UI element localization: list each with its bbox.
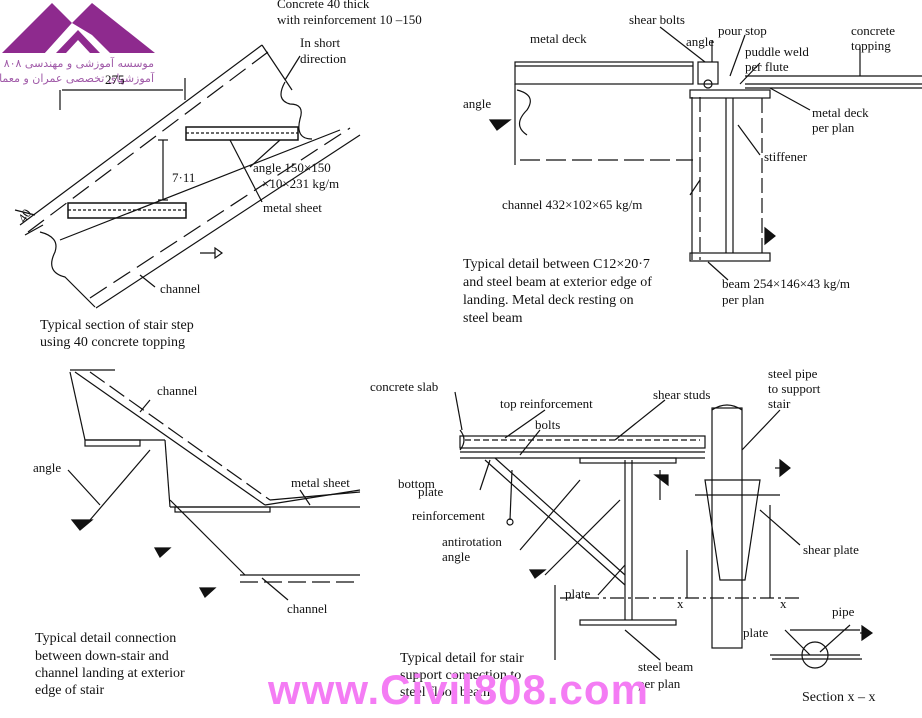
label-x-left: x (677, 596, 684, 611)
label-antirotation-angle: angle (442, 549, 471, 564)
label-angle-weight: ×10×231 kg/m (262, 176, 340, 191)
label-shear-plate: shear plate (803, 542, 859, 557)
caption-4-line-2: support connection to (400, 668, 522, 683)
label-concrete-slab: concrete slab (370, 379, 439, 394)
label-channel-top: channel (157, 383, 198, 398)
label-beam-size: beam 254×146×43 kg/m (722, 276, 851, 291)
label-angle-top: angle (686, 34, 715, 49)
label-stair: stair (768, 396, 791, 411)
label-steel-beam-plan: per plan (638, 676, 681, 691)
label-pour-stop: pour stop (718, 23, 767, 38)
label-plate-2: plate (565, 586, 591, 601)
caption-3-line-1: Typical detail connection (35, 631, 177, 646)
label-pipe: pipe (832, 604, 855, 619)
label-metal-sheet-2: metal sheet (291, 475, 350, 490)
label-bottom: bottom (398, 476, 435, 491)
watermark: www.Civil808.com (268, 666, 649, 713)
dimension-275: 275 (105, 72, 125, 87)
logo-text-1: موسسه آموزشی و مهندسی ۸۰۸ (3, 57, 154, 70)
label-reinforcement-bottom: reinforcement (412, 508, 485, 523)
label-topping: topping (851, 38, 891, 53)
label-shear-bolts: shear bolts (629, 12, 685, 27)
caption-1-line-1: Typical section of stair step (40, 318, 194, 333)
label-bolts: bolts (535, 417, 561, 432)
label-x-right: x (780, 596, 787, 611)
label-short: In short (300, 35, 341, 50)
caption-2-line-3: landing. Metal deck resting on (463, 293, 634, 308)
label-steel-pipe: steel pipe (768, 366, 818, 381)
caption-4-line-3: steel floor beam (400, 685, 491, 700)
label-reinforcement: with reinforcement 10 –150 (277, 12, 422, 27)
detail-channel-beam (488, 26, 922, 281)
label-puddle-weld: puddle weld (745, 44, 809, 59)
label-metal-sheet: metal sheet (263, 200, 322, 215)
detail-down-stair (67, 369, 361, 601)
dimension-711: 7·11 (172, 170, 196, 185)
caption-4-line-1: Typical detail for stair (400, 651, 524, 666)
label-beam-plan: per plan (722, 292, 765, 307)
label-top-reinforcement: top reinforcement (500, 396, 593, 411)
label-stiffener: stiffener (764, 149, 808, 164)
logo-text-2: آموزشهای تخصصی عمران و معماری (0, 72, 154, 85)
logo-mark (2, 3, 155, 53)
label-channel-size: channel 432×102×65 kg/m (502, 197, 643, 212)
label-channel-bottom: channel (287, 601, 328, 616)
label-plate-1: plate (418, 484, 444, 499)
label-per-plan: per plan (812, 120, 855, 135)
label-metal-deck: metal deck (530, 31, 587, 46)
caption-3-line-3: channel landing at exterior (35, 666, 185, 681)
label-plate-3: plate (743, 625, 769, 640)
caption-2-line-1: Typical detail between C12×20·7 (463, 257, 650, 272)
caption-2-line-2: and steel beam at exterior edge of (463, 275, 652, 290)
label-channel: channel (160, 281, 201, 296)
caption-1-line-2: using 40 concrete topping (40, 335, 186, 350)
caption-3-line-2: between down-stair and (35, 649, 169, 664)
label-steel-beam: steel beam (638, 659, 694, 674)
label-angle-left: angle (463, 96, 492, 111)
detail-stair-support (454, 391, 874, 669)
label-concrete: concrete (851, 23, 896, 38)
caption-3-line-4: edge of stair (35, 683, 105, 698)
label-to-support: to support (768, 381, 821, 396)
label-direction: direction (300, 51, 347, 66)
label-antirotation: antirotation (442, 534, 502, 549)
detail-stair-step (14, 44, 361, 309)
label-per-flute: per flute (745, 59, 789, 74)
label-metal-deck-plan: metal deck (812, 105, 869, 120)
caption-2-line-4: steel beam (463, 311, 523, 326)
label-shear-studs: shear studs (653, 387, 711, 402)
label-section-xx: Section x – x (802, 690, 876, 705)
label-angle-size: angle 150×150 (253, 160, 331, 175)
label-angle: angle (33, 460, 62, 475)
label-concrete-thick: Concrete 40 thick (277, 0, 370, 11)
